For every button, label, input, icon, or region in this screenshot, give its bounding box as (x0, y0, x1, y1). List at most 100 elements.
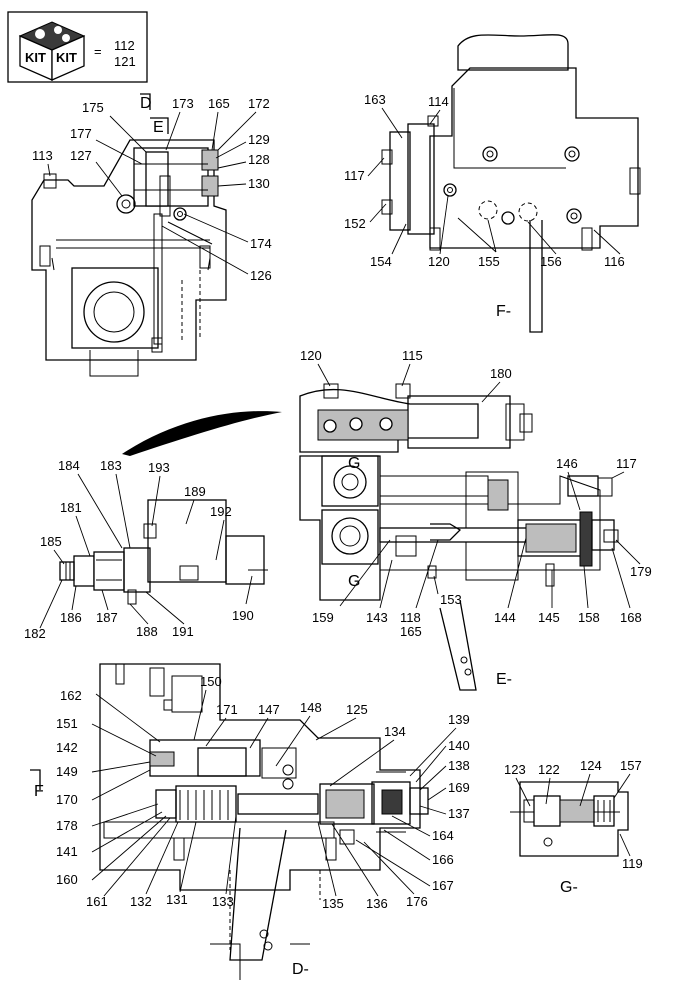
section-label-d: D- (292, 961, 309, 978)
label-174: 174 (250, 236, 272, 251)
label-173: 173 (172, 96, 194, 111)
label-133: 133 (212, 894, 234, 909)
label-172: 172 (248, 96, 270, 111)
view-marker-e: E (153, 119, 164, 136)
label-192: 192 (210, 504, 232, 519)
label-156: 156 (540, 254, 562, 269)
label-125: 125 (346, 702, 368, 717)
kit-number-121: 121 (114, 54, 136, 69)
label-150: 150 (200, 674, 222, 689)
label-159: 159 (312, 610, 334, 625)
arrow-shape (122, 411, 282, 456)
section-label-g-bottom: G (348, 573, 360, 590)
label-151: 151 (56, 716, 78, 731)
label-138: 138 (448, 758, 470, 773)
kit-box: KIT KIT = 112 121 (7, 11, 148, 83)
label-130: 130 (248, 176, 270, 191)
label-113: 113 (32, 148, 53, 163)
label-191: 191 (172, 624, 194, 639)
label-168: 168 (620, 610, 642, 625)
label-169: 169 (448, 780, 470, 795)
label-153: 153 (440, 592, 462, 607)
label-127: 127 (70, 148, 92, 163)
label-183: 183 (100, 458, 122, 473)
label-164: 164 (432, 828, 454, 843)
view-top-left: D E 175 173 165 172 177 129 (31, 93, 272, 377)
label-134: 134 (384, 724, 406, 739)
label-115: 115 (402, 348, 423, 363)
label-155: 155 (478, 254, 500, 269)
label-136: 136 (366, 896, 388, 911)
label-145: 145 (538, 610, 560, 625)
label-114: 114 (428, 94, 449, 109)
label-120-f: 120 (428, 254, 450, 269)
label-144: 144 (494, 610, 516, 625)
view-g: 123 122 124 157 119 G- (504, 758, 643, 896)
label-119: 119 (622, 856, 643, 871)
view-f: 163 114 117 152 154 120 155 156 116 F- (344, 34, 641, 333)
kit-icon: KIT KIT (18, 21, 86, 81)
label-157: 157 (620, 758, 642, 773)
label-190: 190 (232, 608, 254, 623)
label-176: 176 (406, 894, 428, 909)
label-178: 178 (56, 818, 78, 833)
label-175: 175 (82, 100, 104, 115)
label-117-f: 117 (344, 168, 365, 183)
label-143: 143 (366, 610, 388, 625)
label-165: 165 (208, 96, 230, 111)
label-152: 152 (344, 216, 366, 231)
label-148: 148 (300, 700, 322, 715)
view-e: 120 115 180 G G 146 117 179 159 143 153 … (299, 348, 652, 691)
label-182: 182 (24, 626, 46, 641)
label-181: 181 (60, 500, 82, 515)
kit-frame (7, 11, 148, 83)
label-180: 180 (490, 366, 512, 381)
label-117-e: 117 (616, 456, 637, 471)
kit-equals: = (94, 44, 102, 59)
label-126: 126 (250, 268, 272, 283)
label-149: 149 (56, 764, 78, 779)
label-140: 140 (448, 738, 470, 753)
section-label-g-top: G (348, 455, 360, 472)
kit-number-112: 112 (114, 38, 135, 53)
label-142: 142 (56, 740, 78, 755)
section-label-g: G- (560, 879, 578, 896)
label-124: 124 (580, 758, 602, 773)
label-187: 187 (96, 610, 118, 625)
label-189: 189 (184, 484, 206, 499)
label-131: 131 (166, 892, 188, 907)
label-146: 146 (556, 456, 578, 471)
label-170: 170 (56, 792, 78, 807)
label-188: 188 (136, 624, 158, 639)
label-179: 179 (630, 564, 652, 579)
label-139: 139 (448, 712, 470, 727)
label-171: 171 (216, 702, 238, 717)
label-162: 162 (60, 688, 82, 703)
label-177: 177 (70, 126, 92, 141)
label-163: 163 (364, 92, 386, 107)
label-120-e: 120 (300, 348, 322, 363)
label-166: 166 (432, 852, 454, 867)
label-147: 147 (258, 702, 280, 717)
label-129: 129 (248, 132, 270, 147)
label-141: 141 (56, 844, 78, 859)
label-137: 137 (448, 806, 470, 821)
label-167: 167 (432, 878, 454, 893)
label-160: 160 (56, 872, 78, 887)
label-122: 122 (538, 762, 560, 777)
view-marker-f: F (34, 783, 44, 800)
label-158: 158 (578, 610, 600, 625)
view-d: F 150 162 171 147 148 125 139 151 142 13… (30, 663, 470, 980)
kit-text-right: KIT (56, 50, 77, 65)
label-185: 185 (40, 534, 62, 549)
label-186: 186 (60, 610, 82, 625)
label-165-e: 165 (400, 624, 422, 639)
view-detail-valve: 185 181 184 183 193 189 192 190 182 186 … (24, 411, 282, 641)
label-132: 132 (130, 894, 152, 909)
label-123: 123 (504, 762, 526, 777)
label-128: 128 (248, 152, 270, 167)
label-135: 135 (322, 896, 344, 911)
label-193: 193 (148, 460, 170, 475)
label-154: 154 (370, 254, 392, 269)
